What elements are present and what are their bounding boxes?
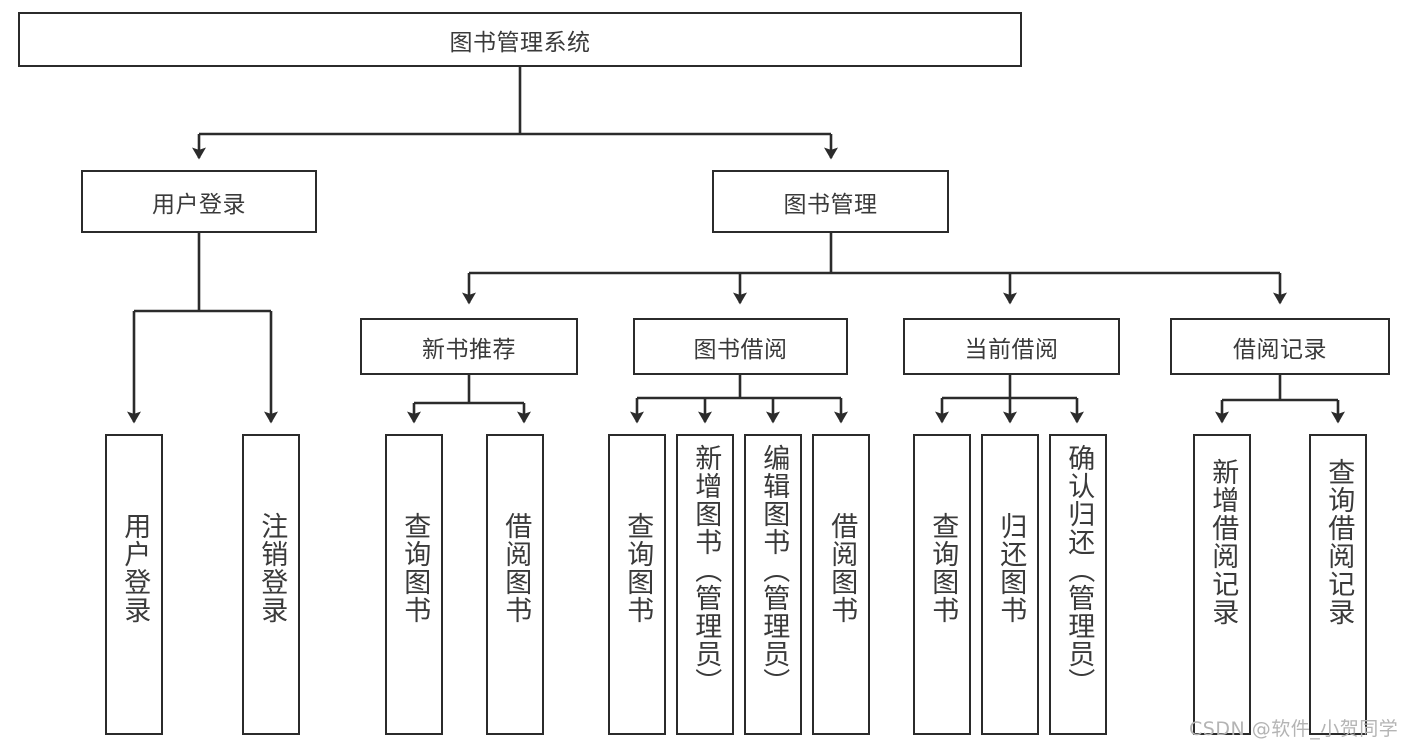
- leaf-label: 归还图书: [995, 512, 1027, 624]
- leaf-borrow-book-borrow[interactable]: 借阅图书: [812, 434, 870, 735]
- leaf-confirm-return-admin[interactable]: 确认归还（管理员）: [1049, 434, 1107, 735]
- leaf-query-book-recommend[interactable]: 查询图书: [385, 434, 443, 735]
- leaf-label: 用户登录: [119, 512, 151, 624]
- leaf-label: 注销登录: [256, 512, 288, 624]
- leaf-return-book[interactable]: 归还图书: [981, 434, 1039, 735]
- leaf-label: 借阅图书: [500, 512, 532, 624]
- node-label: 新书推荐: [422, 336, 516, 363]
- leaf-label: 新增借阅记录: [1207, 458, 1239, 626]
- node-book-management[interactable]: 图书管理: [712, 170, 949, 233]
- leaf-label: 借阅图书: [826, 512, 858, 624]
- node-current-borrow[interactable]: 当前借阅: [903, 318, 1120, 375]
- node-book-borrow[interactable]: 图书借阅: [633, 318, 848, 375]
- leaf-label: 编辑图书（管理员）: [758, 444, 790, 696]
- leaf-edit-book-admin[interactable]: 编辑图书（管理员）: [744, 434, 802, 735]
- leaf-borrow-book-recommend[interactable]: 借阅图书: [486, 434, 544, 735]
- leaf-label: 查询图书: [927, 512, 959, 624]
- node-root[interactable]: 图书管理系统: [18, 12, 1022, 67]
- node-new-book-recommend[interactable]: 新书推荐: [360, 318, 578, 375]
- leaf-user-login[interactable]: 用户登录: [105, 434, 163, 735]
- leaf-query-borrow-record[interactable]: 查询借阅记录: [1309, 434, 1367, 735]
- leaf-label: 新增图书（管理员）: [690, 444, 722, 696]
- leaf-label: 查询图书: [399, 512, 431, 624]
- leaf-label: 查询图书: [622, 512, 654, 624]
- leaf-add-borrow-record[interactable]: 新增借阅记录: [1193, 434, 1251, 735]
- node-label: 用户登录: [152, 191, 246, 218]
- node-label: 当前借阅: [964, 336, 1059, 363]
- leaf-query-book-current[interactable]: 查询图书: [913, 434, 971, 735]
- leaf-add-book-admin[interactable]: 新增图书（管理员）: [676, 434, 734, 735]
- watermark: CSDN @软件_小贺同学: [1189, 718, 1399, 740]
- leaf-query-book-borrow[interactable]: 查询图书: [608, 434, 666, 735]
- node-label: 借阅记录: [1233, 336, 1327, 363]
- node-user-login[interactable]: 用户登录: [81, 170, 317, 233]
- leaf-label: 查询借阅记录: [1323, 458, 1355, 626]
- leaf-label: 确认归还（管理员）: [1063, 444, 1095, 696]
- node-borrow-records[interactable]: 借阅记录: [1170, 318, 1390, 375]
- leaf-logout[interactable]: 注销登录: [242, 434, 300, 735]
- node-label: 图书管理: [783, 191, 878, 218]
- node-label: 图书管理系统: [449, 29, 591, 56]
- node-label: 图书借阅: [693, 336, 788, 363]
